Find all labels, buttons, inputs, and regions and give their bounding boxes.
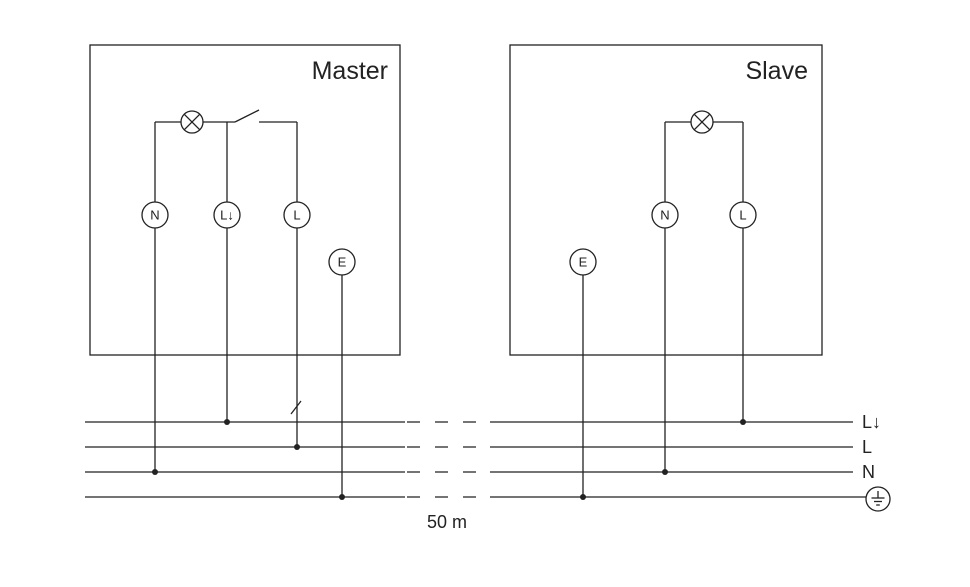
terminal-l-switched <box>213 201 241 229</box>
crossing-mark-icon <box>290 400 302 415</box>
junction-dot <box>580 494 586 500</box>
master-terminals: N L↓ L E <box>141 201 356 276</box>
terminal-n <box>141 201 169 229</box>
terminal-l <box>729 201 757 229</box>
terminal-n-label: N <box>660 208 669 223</box>
master-junctions <box>152 419 345 500</box>
slave-terminals: E N L <box>569 201 757 276</box>
slave-junctions <box>580 419 746 500</box>
master-box <box>89 44 401 356</box>
terminal-e-label: E <box>338 255 347 270</box>
junction-dot <box>662 469 668 475</box>
terminal-e <box>569 248 597 276</box>
slave-unit: Slave E N L <box>509 44 823 500</box>
terminal-e-label: E <box>579 255 588 270</box>
junction-dot <box>294 444 300 450</box>
junction-dot <box>152 469 158 475</box>
junction-dot <box>740 419 746 425</box>
lamp-icon <box>180 110 204 134</box>
terminal-l-label: L <box>293 208 300 223</box>
slave-wiring <box>582 121 744 497</box>
bus-label-l-switched: L↓ <box>862 412 881 432</box>
junction-dot <box>339 494 345 500</box>
bus-label-l: L <box>862 437 872 457</box>
terminal-e <box>328 248 356 276</box>
terminal-n-label: N <box>150 208 159 223</box>
bus-label-n: N <box>862 462 875 482</box>
terminal-l <box>283 201 311 229</box>
slave-box <box>509 44 823 356</box>
master-wiring <box>154 109 343 497</box>
distance-label: 50 m <box>427 512 467 532</box>
junction-dot <box>224 419 230 425</box>
lamp-icon <box>690 110 714 134</box>
earth-icon <box>865 486 891 512</box>
master-title: Master <box>312 57 388 85</box>
master-unit: Master N <box>89 44 401 500</box>
switch-icon <box>234 109 260 123</box>
bus-lines <box>85 421 866 498</box>
terminal-n <box>651 201 679 229</box>
terminal-l-label: L <box>739 208 746 223</box>
slave-title: Slave <box>745 57 808 85</box>
bus-labels: L↓ L N <box>862 412 891 512</box>
terminal-l-switched-label: L↓ <box>220 208 234 223</box>
